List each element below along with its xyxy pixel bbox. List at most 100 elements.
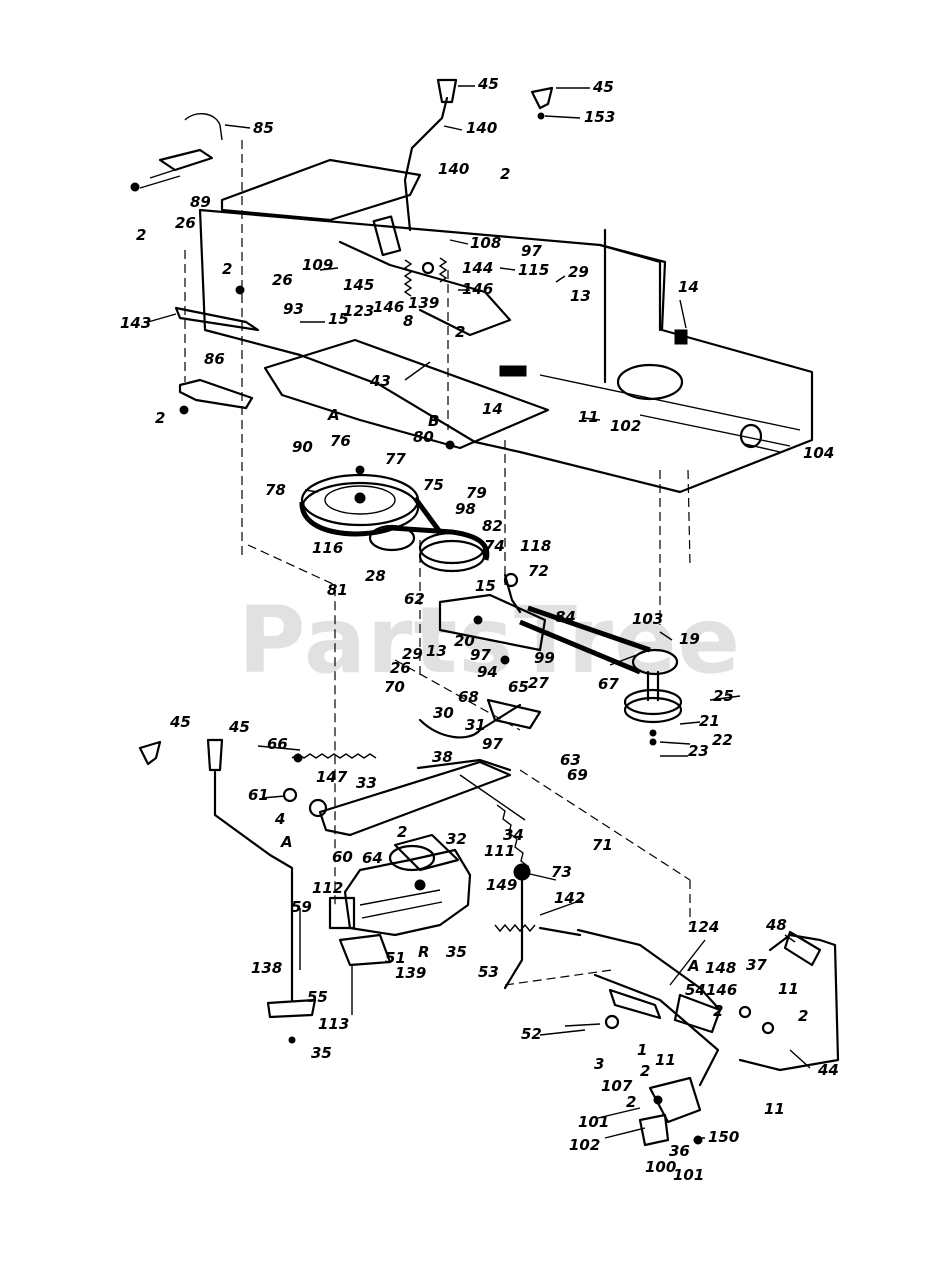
- callout-71: 71: [592, 836, 613, 854]
- callout-37: 37: [746, 956, 767, 974]
- callout-4: 4: [274, 810, 285, 828]
- callout-112: 112: [312, 879, 343, 897]
- callout-29: 97: [521, 242, 542, 260]
- callout-2: 2: [155, 409, 165, 427]
- callout-99: 20: [454, 632, 475, 650]
- callout-74: 81: [327, 581, 348, 599]
- callout-29: 97: [470, 646, 491, 664]
- callout-142: 142: [554, 889, 585, 907]
- callout-103: 84: [555, 608, 576, 626]
- callout-145: 145: [343, 276, 374, 294]
- callout-62: 28: [365, 567, 386, 585]
- callout-93: 14: [678, 278, 699, 296]
- callout-143: 143: [120, 314, 151, 332]
- callout-11: 104: [803, 444, 834, 462]
- callout-67: 65: [508, 678, 529, 696]
- callout-69: 69: [567, 766, 588, 784]
- callout-44: 44: [817, 1061, 839, 1079]
- callout-94: 27: [528, 674, 549, 692]
- callout-144: 144: [462, 259, 493, 277]
- callout-leaders: [139, 85, 811, 1139]
- callout-b: A: [687, 957, 700, 975]
- callout-33: 33: [356, 774, 377, 792]
- callout-65: 94: [477, 663, 498, 681]
- callout-54: 54: [685, 981, 706, 999]
- callout-a: 102: [569, 1136, 600, 1154]
- callout-61: 61: [248, 786, 269, 804]
- callout-20: 19: [679, 630, 700, 648]
- callout-102: 11: [578, 408, 599, 426]
- callout-66: 66: [267, 735, 288, 753]
- callout-140: 140: [466, 119, 497, 137]
- callout-2: 2: [455, 323, 465, 341]
- callout-26: 26: [272, 271, 293, 289]
- callout-148: 148: [705, 959, 736, 977]
- callout-2: 2: [397, 823, 407, 841]
- callout-60: 60: [332, 848, 353, 866]
- callout-63: 63: [560, 751, 581, 769]
- frame-assembly: [198, 158, 814, 494]
- callout-21: 25: [713, 687, 734, 705]
- pedal-assembly: [564, 928, 840, 1147]
- callout-2: 2: [798, 1007, 808, 1025]
- callout-79: 75: [423, 476, 444, 494]
- callout-104: 43: [369, 372, 391, 390]
- callout-100: 100: [645, 1158, 676, 1176]
- callout-2: 2: [222, 260, 232, 278]
- callout-13: 29: [402, 645, 423, 663]
- callout-70: 70: [384, 678, 405, 696]
- left-brackets: [130, 113, 260, 415]
- callout-15: 93: [283, 300, 304, 318]
- callout-53: 53: [478, 963, 499, 981]
- callout-147: 147: [316, 768, 348, 786]
- callout-68: 68: [458, 688, 479, 706]
- callout-150: 150: [708, 1128, 739, 1146]
- callout-2: 2: [500, 165, 510, 183]
- callout-23: 22: [712, 731, 733, 749]
- callout-28: 118: [520, 537, 551, 555]
- callout-84: 72: [528, 562, 549, 580]
- callout-35: 35: [311, 1044, 332, 1062]
- callout-59: 59: [291, 898, 312, 916]
- callout-29: 97: [482, 735, 503, 753]
- callout-8: 15: [475, 577, 496, 595]
- callout-64: 64: [362, 849, 383, 867]
- callout-b: A: [327, 406, 340, 424]
- callout-8: 15: [328, 310, 349, 328]
- callout-1: 1: [637, 1041, 647, 1059]
- callout-102: 11: [655, 1051, 676, 1069]
- callout-78: 77: [385, 450, 406, 468]
- callout-52: 52: [521, 1025, 542, 1043]
- callout-26: 26: [175, 214, 196, 232]
- callout-25: 67: [598, 675, 619, 693]
- callout-139: 139: [395, 964, 426, 982]
- callout-38: 38: [432, 748, 453, 766]
- callout-113: 113: [318, 1015, 349, 1033]
- callout-86: 86: [204, 350, 225, 368]
- callout-2: 2: [713, 1002, 723, 1020]
- callout-101: 101: [578, 1113, 609, 1131]
- callout-138: 138: [251, 959, 282, 977]
- callout-85: 85: [253, 119, 274, 137]
- callout-55: 55: [307, 988, 328, 1006]
- callout-r: R: [418, 943, 430, 961]
- callout-123: 123: [343, 302, 374, 320]
- callout-24: 23: [688, 742, 709, 760]
- callout-51: 51: [385, 949, 406, 967]
- callout-31: 31: [465, 716, 486, 734]
- callout-93: 14: [482, 400, 503, 418]
- callout-34: 34: [503, 826, 524, 844]
- callout-26: 26: [390, 659, 411, 677]
- left-lever: [138, 738, 353, 1044]
- callout-14: 13: [426, 642, 447, 660]
- shift-lever: [403, 78, 554, 232]
- callout-19: 103: [632, 610, 663, 628]
- callout-102: 11: [764, 1100, 785, 1118]
- callout-43: 8: [403, 312, 413, 330]
- callout-27: 99: [534, 649, 555, 667]
- callout-139: 139: [408, 294, 439, 312]
- callout-77: 76: [330, 432, 351, 450]
- callout-107: 107: [601, 1077, 633, 1095]
- callout-2: 2: [626, 1093, 636, 1111]
- callout-97: 115: [518, 261, 549, 279]
